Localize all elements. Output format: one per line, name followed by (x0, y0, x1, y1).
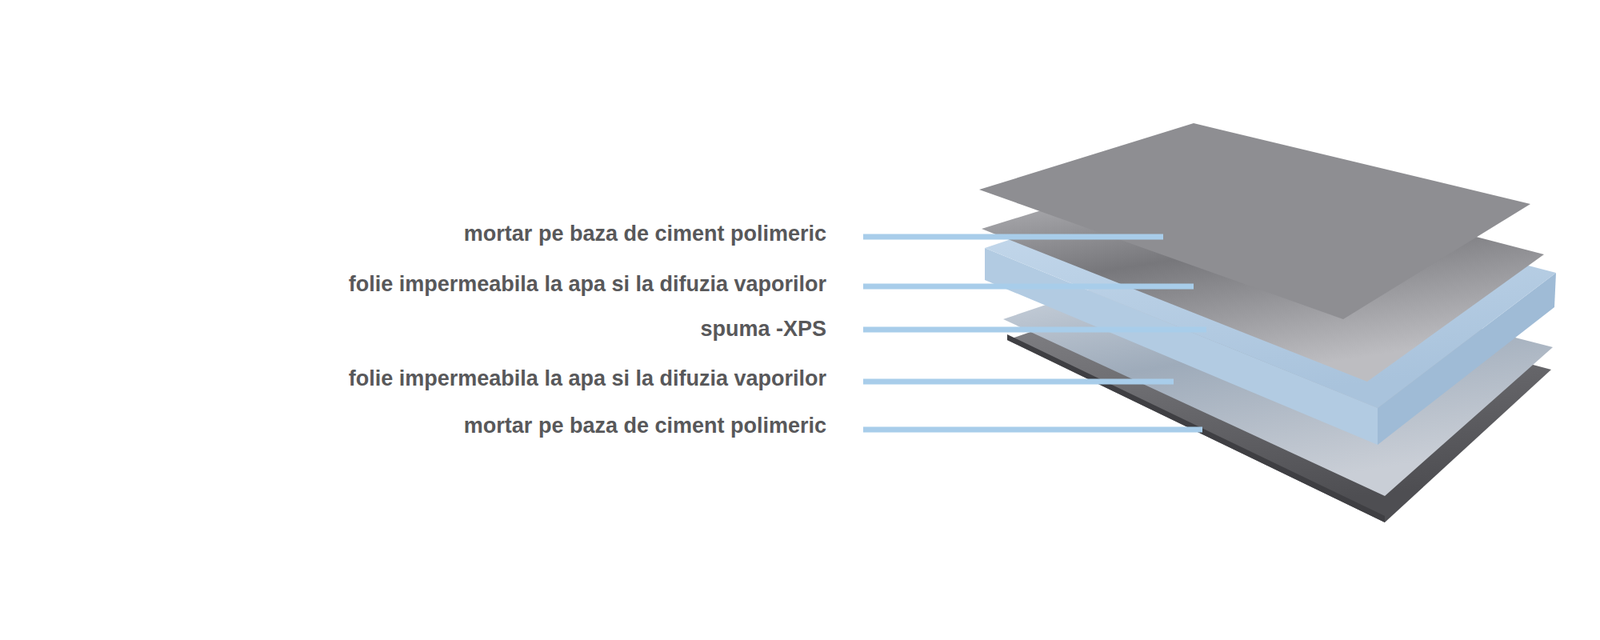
leader-lines (863, 236, 1207, 430)
layer-label: spuma -XPS (700, 316, 827, 342)
leader-line (863, 234, 1164, 240)
layer-label: folie impermeabila la apa si la difuzia … (348, 271, 827, 297)
mortar-layer (979, 123, 1531, 320)
layer-label: mortar pe baza de ciment polimeric (464, 220, 827, 247)
leader-line (863, 327, 1207, 333)
leader-line (863, 379, 1174, 385)
layer-label: mortar pe baza de ciment polimeric (464, 412, 827, 439)
leader-line (863, 284, 1194, 290)
layer-label: folie impermeabila la apa si la difuzia … (348, 365, 827, 392)
leader-line (863, 427, 1203, 433)
